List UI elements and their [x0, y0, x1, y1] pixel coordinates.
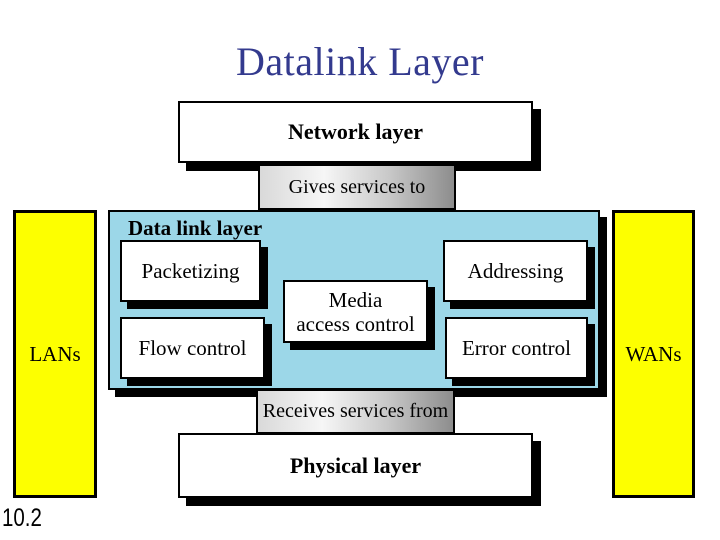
wans-label: WANs — [625, 341, 682, 366]
receives-services-label: Receives services from — [262, 400, 449, 422]
addressing-box: Addressing — [443, 240, 588, 302]
page-number: 10.2 — [2, 504, 42, 532]
error-control-box: Error control — [445, 317, 588, 379]
media-access-control-label-line2: access control — [296, 311, 415, 336]
gives-services-box: Gives services to — [258, 164, 456, 210]
network-layer-box: Network layer — [178, 101, 533, 163]
network-layer-label: Network layer — [287, 119, 423, 144]
flow-control-label: Flow control — [138, 336, 247, 360]
physical-layer-label: Physical layer — [289, 452, 422, 478]
addressing-label: Addressing — [467, 259, 564, 283]
packetizing-label: Packetizing — [141, 259, 240, 283]
packetizing-box: Packetizing — [120, 240, 261, 302]
gives-services-label: Gives services to — [288, 175, 426, 198]
wans-box: WANs — [612, 210, 695, 498]
receives-services-box: Receives services from — [256, 389, 455, 434]
slide-title: Datalink Layer — [236, 39, 484, 84]
lans-box: LANs — [13, 210, 97, 498]
error-control-label: Error control — [461, 336, 572, 360]
lans-label: LANs — [29, 341, 81, 366]
data-link-layer-panel: Data link layer Packetizing Addressing M… — [108, 210, 600, 390]
flow-control-box: Flow control — [120, 317, 265, 379]
media-access-control-box: Media access control — [283, 280, 428, 343]
data-link-layer-label: Data link layer — [128, 216, 263, 240]
media-access-control-label-line1: Media — [328, 287, 383, 312]
physical-layer-box: Physical layer — [178, 433, 533, 498]
